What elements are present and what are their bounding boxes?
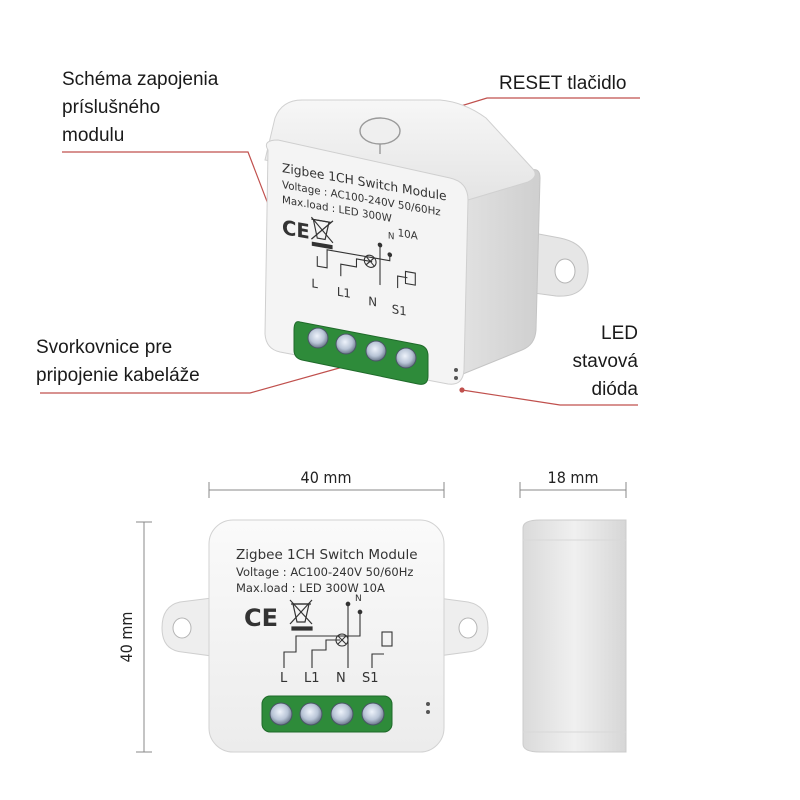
module-perspective: Zigbee 1CH Switch Module Voltage : AC100… (264, 99, 589, 385)
front-label-title: Zigbee 1CH Switch Module (236, 547, 418, 563)
callout-led-line-3: dióda (591, 379, 639, 400)
led-indicator (454, 368, 458, 372)
dimension-depth-label: 18 mm (548, 468, 599, 487)
callout-dot-led (459, 387, 465, 393)
callout-wiring-line-3: modulu (62, 125, 125, 146)
front-label-voltage: Voltage : AC100-240V 50/60Hz (236, 565, 413, 579)
dimension-height (136, 521, 152, 753)
wiring-diagram (316, 242, 416, 289)
front-weee-bin-icon (289, 599, 313, 631)
front-terminal-block (261, 695, 393, 733)
terminal-screws (307, 327, 417, 369)
front-terminal-label-n: N (336, 671, 346, 686)
module-side-face (457, 169, 541, 377)
front-led-indicator (426, 702, 430, 706)
callout-line-schema (62, 151, 297, 278)
dimension-depth (519, 482, 627, 498)
callout-line-led (461, 389, 638, 406)
callout-led-indicator: LED stavová dióda (560, 320, 638, 404)
terminal-label-l1: L1 (337, 284, 351, 300)
reset-button (359, 117, 401, 145)
label-current: 10A (398, 227, 419, 243)
terminal-label-s1: S1 (392, 302, 407, 319)
front-terminal-label-l: L (280, 671, 288, 686)
callout-line-terminal (40, 364, 351, 394)
mounting-hole (554, 258, 576, 284)
module-front-face (264, 139, 469, 385)
front-terminal-label-l1: L1 (304, 671, 320, 686)
callout-wiring-line-2: príslušného (62, 97, 161, 118)
module-front-view: Zigbee 1CH Switch Module Voltage : AC100… (161, 519, 489, 753)
dimension-width-label: 40 mm (301, 468, 352, 487)
callout-terminal-block: Svorkovnice pre pripojenie kabeláže (36, 334, 200, 390)
module-top-face (264, 99, 536, 201)
callout-terminal-line-1: Svorkovnice pre (36, 337, 173, 358)
ce-mark: CE (282, 215, 310, 244)
module-side-view (522, 519, 627, 753)
dimension-height-label: 40 mm (117, 612, 136, 663)
terminal-label-l: L (311, 276, 318, 291)
callout-reset-button: RESET tlačidlo (499, 70, 626, 98)
callout-wiring-diagram: Schéma zapojenia príslušného modulu (62, 66, 218, 150)
diagram-neutral-label: N (388, 231, 395, 242)
weee-bin-icon (310, 216, 334, 250)
callout-wiring-line-1: Schéma zapojenia (62, 69, 219, 90)
front-diagram-neutral-label: N (355, 594, 362, 604)
callout-reset-text: RESET tlačidlo (499, 73, 627, 94)
terminal-label-n: N (368, 294, 377, 310)
callout-terminal-line-2: pripojenie kabeláže (36, 365, 200, 386)
callout-led-line-2: stavová (572, 351, 638, 372)
front-terminal-label-s1: S1 (362, 671, 379, 686)
front-wiring-diagram (283, 601, 393, 668)
front-ce-mark: CE (244, 604, 278, 632)
dimension-width (208, 482, 445, 498)
callout-led-line-1: LED (601, 323, 638, 344)
front-label-maxload: Max.load : LED 300W 10A (236, 581, 385, 595)
